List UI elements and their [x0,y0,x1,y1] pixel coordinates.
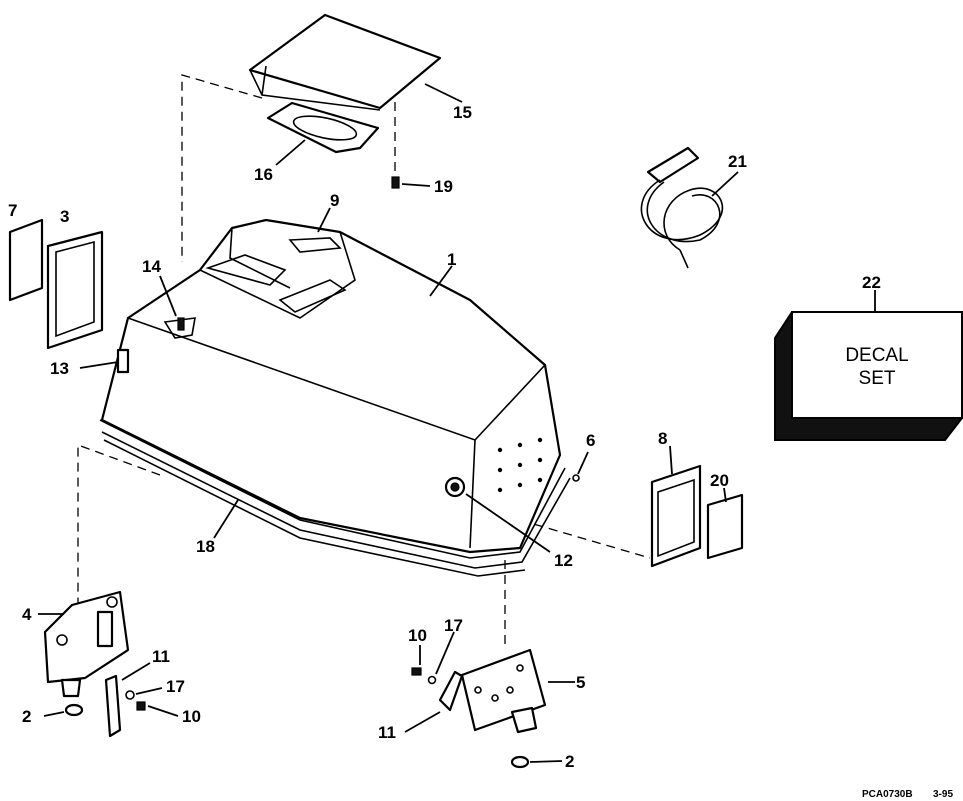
part-16-seal [266,101,380,154]
callout-5: 5 [576,673,585,692]
callout-19: 19 [434,177,453,196]
callout-16: 16 [254,165,273,184]
callout-6: 6 [586,431,595,450]
callout-2-left: 2 [22,707,31,726]
callout-1: 1 [447,250,456,269]
callout-11-right: 11 [378,723,396,742]
part-2-plug-bottom [510,755,530,769]
callout-8: 8 [658,429,667,448]
callout-7: 7 [8,201,17,220]
part-17-washer-left [125,690,135,700]
part-8-grille [650,464,702,568]
part-19-screw [391,176,400,189]
part-10-screw-right [411,667,422,676]
part-6-screw [572,474,580,482]
part-1-engine-cover [100,218,562,554]
part-15-top-cover [248,13,442,111]
callout-2-bottom: 2 [565,752,574,771]
callout-17-right: 17 [444,616,463,635]
part-5-bracket [460,648,547,734]
drawing-date: 3-95 [933,789,953,800]
callout-18: 18 [196,537,215,556]
callout-labels: 1 2 2 3 4 5 6 7 8 9 10 10 11 11 12 13 14… [8,103,881,771]
callout-3: 3 [60,207,69,226]
part-11-clip-right [438,670,464,712]
drawing-code: PCA0730B [862,789,913,800]
part-7-decal [8,218,44,302]
callout-17-left: 17 [166,677,185,696]
callout-14: 14 [142,257,161,276]
part-17-washer-right [427,675,437,685]
callout-10-left: 10 [182,707,201,726]
decal-box-line2: SET [859,368,896,389]
part-20-decal [706,493,744,560]
part-11-clip-left [104,674,122,738]
callout-9: 9 [330,191,339,210]
callout-12: 12 [554,551,573,570]
callout-22: 22 [862,273,881,292]
callout-15: 15 [453,103,472,122]
part-22-decal-box [774,311,963,441]
part-21-wire-harness [640,146,724,269]
callout-21: 21 [728,152,747,171]
part-4-bracket [43,590,130,698]
callout-11-left: 11 [152,647,170,666]
decal-box-line1: DECAL [845,345,908,366]
part-10-screw-left [136,701,146,711]
callout-20: 20 [710,471,729,490]
part-3-grille [46,230,104,350]
part-2-plug-left [64,703,84,717]
callout-10-right: 10 [408,626,427,645]
callout-13: 13 [50,359,69,378]
callout-4: 4 [22,605,32,624]
part-18-seal [99,419,571,577]
leader-lines [38,83,876,763]
